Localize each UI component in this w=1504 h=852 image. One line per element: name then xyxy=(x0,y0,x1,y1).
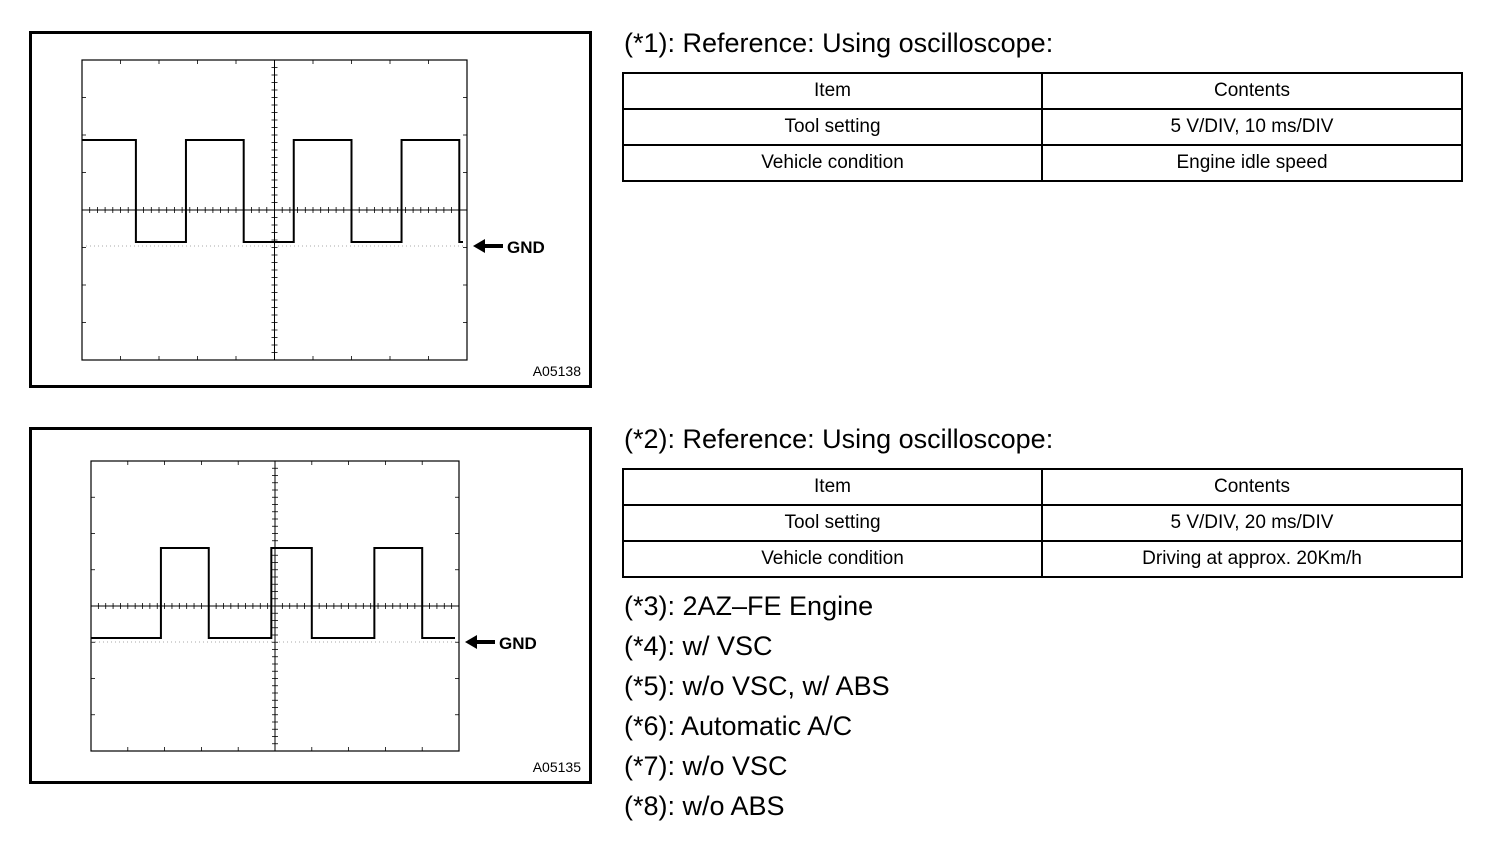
footnote-item: (*6): Automatic A/C xyxy=(624,711,853,741)
table-cell: Vehicle condition xyxy=(622,144,1043,182)
column-header-item: Item xyxy=(622,468,1043,506)
arrow-left-icon xyxy=(473,239,485,253)
footnote-item: (*3): 2AZ–FE Engine xyxy=(624,591,874,621)
table-cell: Tool setting xyxy=(622,108,1043,146)
table-cell: Engine idle speed xyxy=(1041,144,1463,182)
column-header-contents: Contents xyxy=(1041,468,1463,506)
table-header-row: Item Contents xyxy=(622,468,1463,506)
figure-code-1: A05138 xyxy=(532,363,581,379)
footnote-list: (*3): 2AZ–FE Engine (*4): w/ VSC (*5): w… xyxy=(624,586,890,826)
column-header-contents: Contents xyxy=(1041,72,1463,110)
signal-waveform xyxy=(91,547,455,639)
signal-waveform xyxy=(82,139,463,243)
table-cell: Driving at approx. 20Km/h xyxy=(1041,540,1463,578)
ground-label: GND xyxy=(507,238,545,257)
table-cell: 5 V/DIV, 20 ms/DIV xyxy=(1041,504,1463,542)
footnote-item: (*5): w/o VSC, w/ ABS xyxy=(624,671,890,701)
table-header-row: Item Contents xyxy=(622,72,1463,110)
footnote-item: (*8): w/o ABS xyxy=(624,791,785,821)
figure-code-2: A05135 xyxy=(532,759,581,775)
reference-heading-1: (*1): Reference: Using oscilloscope: xyxy=(624,28,1054,58)
oscilloscope-figure-2: GND A05135 xyxy=(29,427,592,784)
waveform-plot-1: GND xyxy=(81,59,545,361)
column-header-item: Item xyxy=(622,72,1043,110)
arrow-left-icon xyxy=(465,635,477,649)
table-cell: Vehicle condition xyxy=(622,540,1043,578)
table-row: Vehicle condition Engine idle speed xyxy=(622,144,1463,182)
table-row: Tool setting 5 V/DIV, 20 ms/DIV xyxy=(622,504,1463,542)
ground-label: GND xyxy=(499,634,537,653)
footnote-item: (*7): w/o VSC xyxy=(624,751,788,781)
footnote-item: (*4): w/ VSC xyxy=(624,631,773,661)
reference-heading-2: (*2): Reference: Using oscilloscope: xyxy=(624,424,1054,454)
table-cell: 5 V/DIV, 10 ms/DIV xyxy=(1041,108,1463,146)
reference-table-2: Item Contents Tool setting 5 V/DIV, 20 m… xyxy=(622,468,1463,578)
table-row: Tool setting 5 V/DIV, 10 ms/DIV xyxy=(622,108,1463,146)
oscilloscope-figure-1: GND A05138 xyxy=(29,31,592,388)
reference-table-1: Item Contents Tool setting 5 V/DIV, 10 m… xyxy=(622,72,1463,182)
table-cell: Tool setting xyxy=(622,504,1043,542)
table-row: Vehicle condition Driving at approx. 20K… xyxy=(622,540,1463,578)
waveform-plot-2: GND xyxy=(90,460,537,752)
